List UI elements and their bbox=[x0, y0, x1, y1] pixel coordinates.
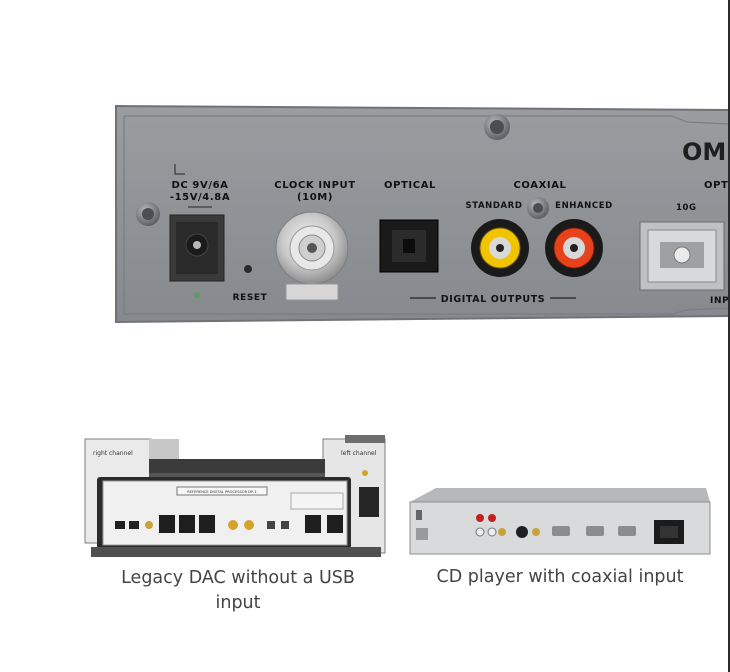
cd-player-photo bbox=[409, 488, 711, 555]
digital-outputs-label: DIGITAL OUTPUTS bbox=[441, 294, 545, 305]
coaxial-enhanced-jack bbox=[545, 219, 603, 277]
caption-cd-player: CD player with coaxial input bbox=[436, 567, 684, 587]
coaxial-label: COAXIAL bbox=[513, 180, 566, 191]
dc-label-1: DC 9V/6A bbox=[172, 180, 229, 191]
plate-text: REFERENCE DIGITAL PROCESSOR DP-1 bbox=[187, 490, 256, 494]
page-edge bbox=[728, 0, 730, 672]
reset-button bbox=[244, 265, 252, 273]
bnc-clock-connector bbox=[275, 211, 349, 301]
standard-label: STANDARD bbox=[466, 201, 523, 211]
optical-output-port bbox=[379, 219, 439, 273]
dc-power-socket bbox=[169, 214, 225, 282]
screw-icon bbox=[527, 197, 549, 219]
reset-label: RESET bbox=[233, 293, 268, 303]
sfp-cage bbox=[639, 221, 725, 291]
enhanced-label: ENHANCED bbox=[555, 201, 613, 211]
optical-input-partial-label: OPTI bbox=[704, 180, 730, 191]
right-channel-label: right channel bbox=[93, 450, 133, 457]
clock-label-1: CLOCK INPUT bbox=[274, 180, 355, 191]
screw-icon bbox=[136, 202, 160, 226]
inp-partial-label: INP bbox=[710, 296, 729, 306]
status-led-icon bbox=[194, 292, 200, 298]
panel-body bbox=[115, 104, 730, 324]
rca-jack-group bbox=[475, 514, 497, 537]
clock-label-2: (10M) bbox=[297, 192, 333, 203]
caption-legacy-dac: Legacy DAC without a USB input bbox=[121, 568, 355, 613]
optical-label: OPTICAL bbox=[384, 180, 436, 191]
left-channel-label: left channel bbox=[341, 450, 377, 457]
legacy-dac-photo: right channel left channel REFERENCE DIG… bbox=[83, 433, 387, 559]
10g-label: 10G bbox=[676, 203, 697, 213]
screw-icon bbox=[484, 114, 510, 140]
brand-logo: OM bbox=[682, 138, 726, 166]
coaxial-standard-jack bbox=[471, 219, 529, 277]
rear-panel-photo: OM DC 9V/6A -15V/4.8A RESET CLOCK INPUT … bbox=[115, 104, 730, 324]
dc-label-2: -15V/4.8A bbox=[170, 192, 230, 203]
